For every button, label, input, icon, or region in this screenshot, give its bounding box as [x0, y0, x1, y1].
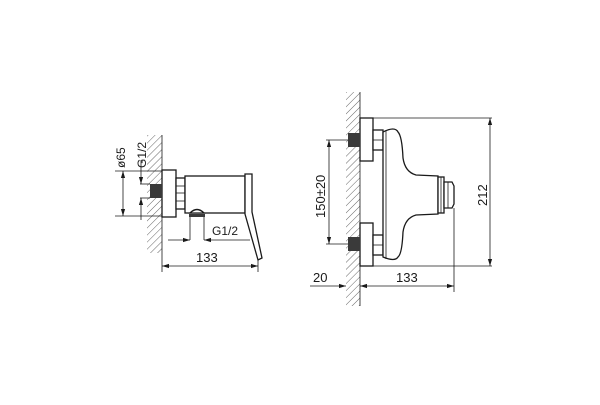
- side-view: ø65 G1/2 G1/2 133: [114, 135, 263, 272]
- mixer-body-front: [382, 128, 439, 261]
- lever-handle: [244, 173, 263, 261]
- top-inlet-thread: [348, 133, 360, 147]
- bottom-inlet-thread: [348, 237, 360, 251]
- hex-nut: [175, 177, 186, 210]
- label-thread-outlet: G1/2: [212, 224, 238, 238]
- outlet-nozzle: [188, 208, 206, 214]
- label-depth-side: 133: [196, 250, 218, 265]
- label-inlet-spacing: 150±20: [313, 175, 328, 218]
- top-flange: [359, 117, 374, 162]
- inlet-thread: [150, 184, 162, 198]
- label-thread-inlet: G1/2: [135, 142, 149, 168]
- mixer-body: [184, 175, 246, 214]
- wall-hatch-right: [346, 92, 360, 306]
- wall-flange: [161, 169, 177, 218]
- front-view: 150±20 212 20 133: [310, 92, 493, 306]
- label-height: 212: [475, 184, 490, 206]
- label-wall-offset: 20: [313, 270, 327, 285]
- bottom-flange: [359, 222, 374, 267]
- label-depth-front: 133: [396, 270, 418, 285]
- label-diameter: ø65: [114, 147, 128, 168]
